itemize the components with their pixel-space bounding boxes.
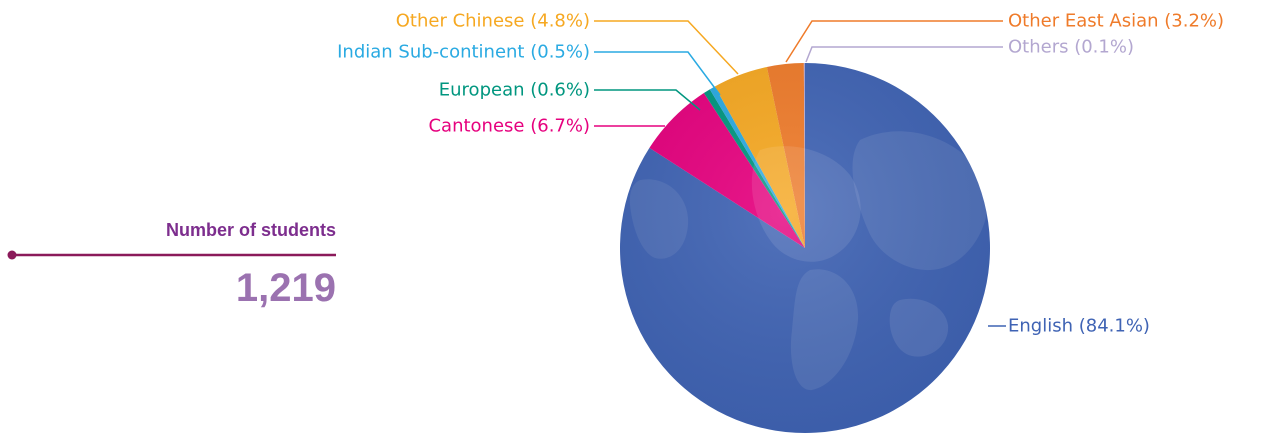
slice-label: European (0.6%) xyxy=(439,80,590,101)
leader-line xyxy=(785,20,1003,63)
slice-label: Others (0.1%) xyxy=(1008,37,1134,58)
slice-label: English (84.1%) xyxy=(1008,316,1150,337)
summary-accent xyxy=(7,250,336,260)
leader-line xyxy=(594,20,739,75)
summary-value: 1,219 xyxy=(235,266,336,310)
slice-label: Other Chinese (4.8%) xyxy=(396,11,590,32)
leader-line xyxy=(594,89,701,111)
slice-label: Indian Sub-continent (0.5%) xyxy=(337,42,590,63)
leader-line xyxy=(805,46,1003,63)
world-map-overlay xyxy=(620,63,990,433)
slice-label: Cantonese (6.7%) xyxy=(428,116,590,137)
summary-title: Number of students xyxy=(165,220,336,240)
leader-line xyxy=(594,51,721,96)
slice-label: Other East Asian (3.2%) xyxy=(1008,11,1224,32)
